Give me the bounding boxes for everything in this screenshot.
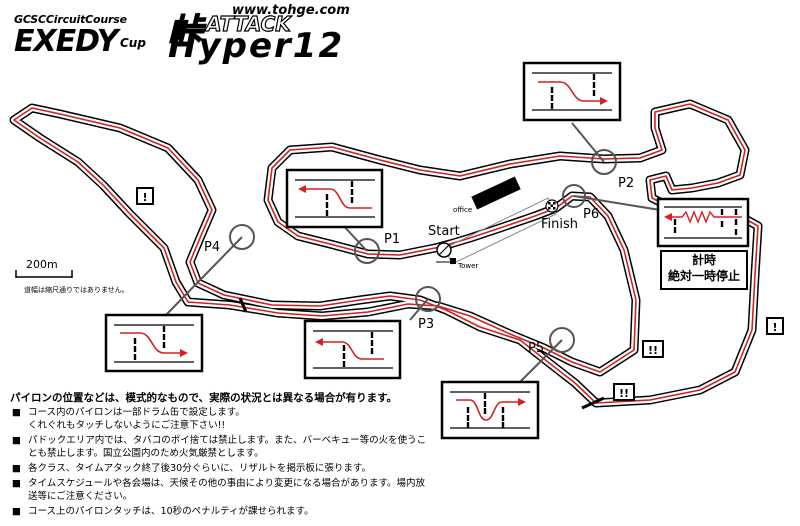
start-signal [436, 242, 452, 258]
point-label-p3: P3 [418, 317, 435, 332]
course-notes: パイロンの位置などは、模式的なもので、実際の状況とは異なる場合が有ります。 ■コ… [10, 392, 430, 519]
timing-sign-line1: 計時 [691, 253, 716, 267]
p4-detail-box [104, 313, 204, 373]
tohge-kanji: 峠 [167, 11, 203, 53]
warning-sign-icon: ! [136, 187, 154, 205]
point-markers [164, 122, 661, 383]
notes-title: パイロンの位置などは、模式的なもので、実際の状況とは異なる場合が有ります。 [10, 392, 398, 404]
point-label-p1: P1 [384, 232, 401, 247]
point-label-p2: P2 [618, 176, 635, 191]
sponsor-logo: EXEDY [14, 24, 118, 59]
office-building [471, 176, 521, 210]
point-label-p6: P6 [583, 207, 600, 222]
start-label: Start [428, 224, 460, 239]
warning-sign-icon: !! [642, 340, 664, 358]
note-item: ■タイムスケジュールや各会場は、天候その他の事由により変更になる場合があります。… [12, 478, 426, 502]
event-title: Hyper12 [168, 26, 345, 66]
track [9, 99, 763, 408]
p2-detail-box [522, 61, 622, 122]
scale-note: 道幅は縮尺通りではありません。 [24, 286, 129, 294]
cup-label: Cup [120, 36, 146, 50]
p5-detail-box [440, 380, 540, 440]
point-label-p4: P4 [204, 240, 221, 255]
site-url: www.tohge.com [232, 3, 350, 18]
p3-detail-box [303, 319, 402, 380]
attack-label: ATTACK [205, 11, 291, 36]
timing-sign-line2: 絶対一時停止 [667, 269, 740, 283]
p6-detail-box [656, 197, 750, 248]
scale-label: 200m [26, 258, 58, 271]
point-label-p5: P5 [528, 341, 545, 356]
paddock-area [436, 176, 557, 265]
note-item: ■コース上のパイロンタッチは、10秒のペナルティが課せられます。 [12, 506, 314, 518]
scale-bar [15, 270, 73, 278]
office-label: office [453, 206, 473, 214]
timing-stop-sign: 計時 絶対一時停止 [660, 250, 748, 290]
warning-sign-icon: !! [613, 383, 635, 401]
note-item: ■パドックエリア内では、タバコのポイ捨ては禁止します。また、バーベキュー等の火を… [12, 435, 427, 459]
tower-marker [450, 258, 456, 264]
p1-detail-box [285, 168, 384, 229]
finish-flag-icon [545, 199, 559, 213]
warning-sign-icon: ! [766, 317, 784, 335]
course-name: GCSCCircuitCourse [14, 13, 127, 26]
note-item: ■コース内のパイロンは一部ドラム缶で設定します。 くれぐれもタッチしないようにご… [12, 407, 245, 431]
barrier-mark [581, 396, 605, 410]
note-item: ■各クラス、タイムアタック終了後30分ぐらいに、リザルトを掲示板に張ります。 [12, 463, 371, 475]
barrier-mark [238, 297, 248, 313]
tower-label: Tower [458, 262, 479, 270]
finish-label: Finish [541, 217, 579, 232]
